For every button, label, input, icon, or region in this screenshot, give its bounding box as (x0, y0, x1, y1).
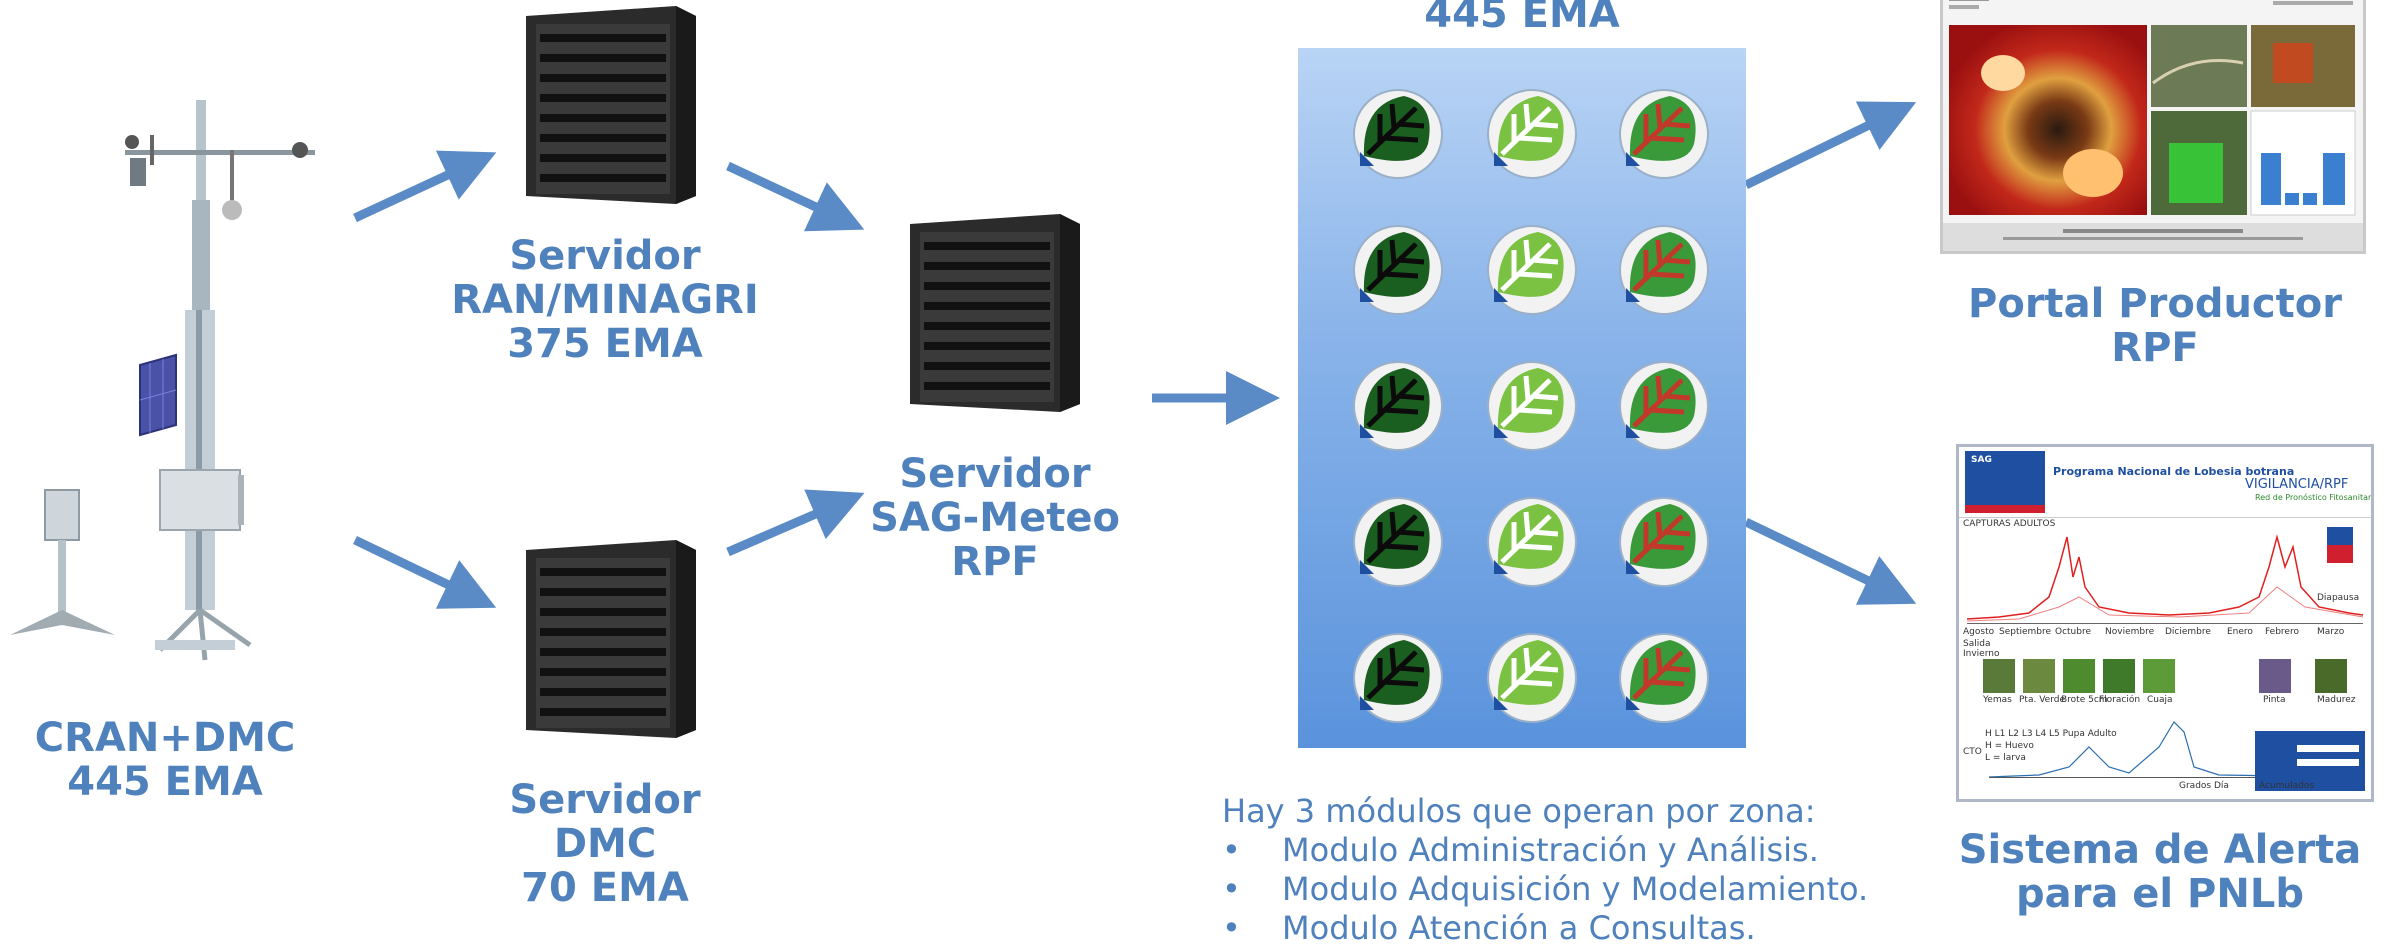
alert-gd: Grados Día (2179, 781, 2229, 791)
leaf-dark-icon (1353, 361, 1443, 451)
alert-invierno: Invierno (1963, 649, 2000, 659)
server-sag-line3: RPF (951, 539, 1039, 585)
server-dmc-label: Servidor DMC 70 EMA (460, 778, 750, 910)
alert-label: Sistema de Alerta para el PNLb (1930, 828, 2390, 916)
alert-label-line1: Sistema de Alerta (1958, 827, 2362, 873)
portal-label: Portal Productor RPF (1968, 281, 2342, 371)
station-label-line2: 445 EMA (67, 759, 263, 805)
leaf-red-icon (1619, 633, 1709, 723)
alert-stage-7: Madurez (2317, 695, 2356, 705)
alert-month-6: Enero (2227, 627, 2253, 637)
module-item-2: Modulo Adquisición y Modelamiento. (1282, 870, 1869, 908)
leaf-grid (1353, 89, 1709, 723)
alert-brand: VIGILANCIA/RPF (2245, 477, 2349, 492)
bullet-1: • (1222, 831, 1241, 869)
leaf-light-icon (1487, 633, 1577, 723)
alert-program: Programa Nacional de Lobesia botrana (2053, 465, 2295, 478)
alert-month-3: Octubre (2055, 627, 2092, 637)
leaf-light-icon (1487, 361, 1577, 451)
module-item: • Modulo Atención a Consultas. (1222, 909, 1868, 948)
module-item-3: Modulo Atención a Consultas. (1282, 909, 1756, 947)
alert-label-line2: para el PNLb (2016, 871, 2304, 917)
leaf-light-icon (1487, 497, 1577, 587)
alert-legend-stages: H L1 L2 L3 L4 L5 Pupa Adulto (1985, 729, 2117, 739)
weather-station-image (10, 100, 315, 661)
alert-cto: CTO (1963, 747, 1982, 757)
server-sag-line1: Servidor (899, 451, 1091, 497)
bullet-3: • (1222, 909, 1241, 947)
leaf-red-icon (1619, 225, 1709, 315)
alert-month-4: Noviembre (2105, 627, 2155, 637)
alert-chart-title: CAPTURAS ADULTOS (1963, 519, 2056, 529)
alert-stage-5: Cuaja (2147, 695, 2173, 705)
server-sag-icon (910, 214, 1080, 412)
server-sag-line2: SAG-Meteo (870, 495, 1120, 541)
alert-month-5: Diciembre (2165, 627, 2211, 637)
alert-month-1: Agosto (1963, 627, 1995, 637)
arrow-panel-to-portal (1744, 101, 1917, 190)
arrow-dmc-to-sag (726, 489, 865, 557)
alert-diapausa: Diapausa (2317, 593, 2360, 603)
panel-title: 445 EMA (1424, 0, 1620, 37)
station-label: CRAN+DMC 445 EMA (20, 716, 310, 804)
alert-month-7: Febrero (2265, 627, 2299, 637)
leaf-dark-icon (1353, 497, 1443, 587)
modules-intro: Hay 3 módulos que operan por zona: (1222, 792, 1816, 830)
alert-ministry: SAG (1971, 455, 1992, 465)
server-dmc-line3: 70 EMA (521, 865, 689, 911)
arrow-station-to-ran (353, 150, 497, 223)
bullet-2: • (1222, 870, 1241, 908)
leaf-dark-icon (1353, 633, 1443, 723)
arrow-panel-to-alert (1744, 517, 1917, 605)
alert-stage-3: Brote 5cm (2061, 695, 2108, 705)
alert-legend-l: L = larva (1985, 753, 2026, 763)
alert-stage-2: Pta. Verde (2019, 695, 2065, 705)
leaf-light-icon (1487, 225, 1577, 315)
portal-screenshot-image (1943, 0, 2363, 251)
portal-screenshot (1940, 0, 2366, 254)
modules-notes: Hay 3 módulos que operan por zona: • Modu… (1222, 792, 1868, 948)
alert-stage-6: Pinta (2263, 695, 2286, 705)
server-dmc-line1: Servidor (509, 777, 701, 823)
station-label-line1: CRAN+DMC (34, 715, 296, 761)
leaf-dark-icon (1353, 89, 1443, 179)
alert-month-2: Septiembre (1999, 627, 2052, 637)
modules-panel (1298, 48, 1746, 748)
arrow-ran-to-sag (726, 161, 865, 232)
alert-brand-sub: Red de Pronóstico Fitosanitario (2255, 493, 2374, 502)
server-ran-line2: RAN/MINAGRI (451, 277, 759, 323)
modules-list: • Modulo Administración y Análisis. • Modu… (1222, 831, 1868, 948)
leaf-dark-icon (1353, 225, 1443, 315)
server-ran-line3: 375 EMA (507, 321, 703, 367)
alert-screenshot: SAG Programa Nacional de Lobesia botrana… (1956, 444, 2374, 802)
alert-screenshot-chart (1959, 447, 2371, 799)
leaf-light-icon (1487, 89, 1577, 179)
alert-acum: Acumulados (2259, 781, 2315, 791)
alert-stage-1: Yemas (1983, 695, 2012, 705)
alert-stage-4: Floración (2099, 695, 2141, 705)
alert-month-8: Marzo (2317, 627, 2345, 637)
module-item-1: Modulo Administración y Análisis. (1282, 831, 1819, 869)
alert-salida: Salida (1963, 639, 1991, 649)
server-ran-icon (526, 6, 696, 204)
server-dmc-icon (526, 540, 696, 738)
leaf-red-icon (1619, 497, 1709, 587)
server-sag-label: Servidor SAG-Meteo RPF (840, 452, 1150, 584)
leaf-red-icon (1619, 361, 1709, 451)
module-item: • Modulo Adquisición y Modelamiento. (1222, 870, 1868, 909)
server-ran-label: Servidor RAN/MINAGRI 375 EMA (440, 234, 770, 366)
module-item: • Modulo Administración y Análisis. (1222, 831, 1868, 870)
arrow-station-to-dmc (353, 535, 497, 609)
alert-legend-h: H = Huevo (1985, 741, 2034, 751)
leaf-red-icon (1619, 89, 1709, 179)
server-ran-line1: Servidor (509, 233, 701, 279)
server-dmc-line2: DMC (553, 821, 657, 867)
